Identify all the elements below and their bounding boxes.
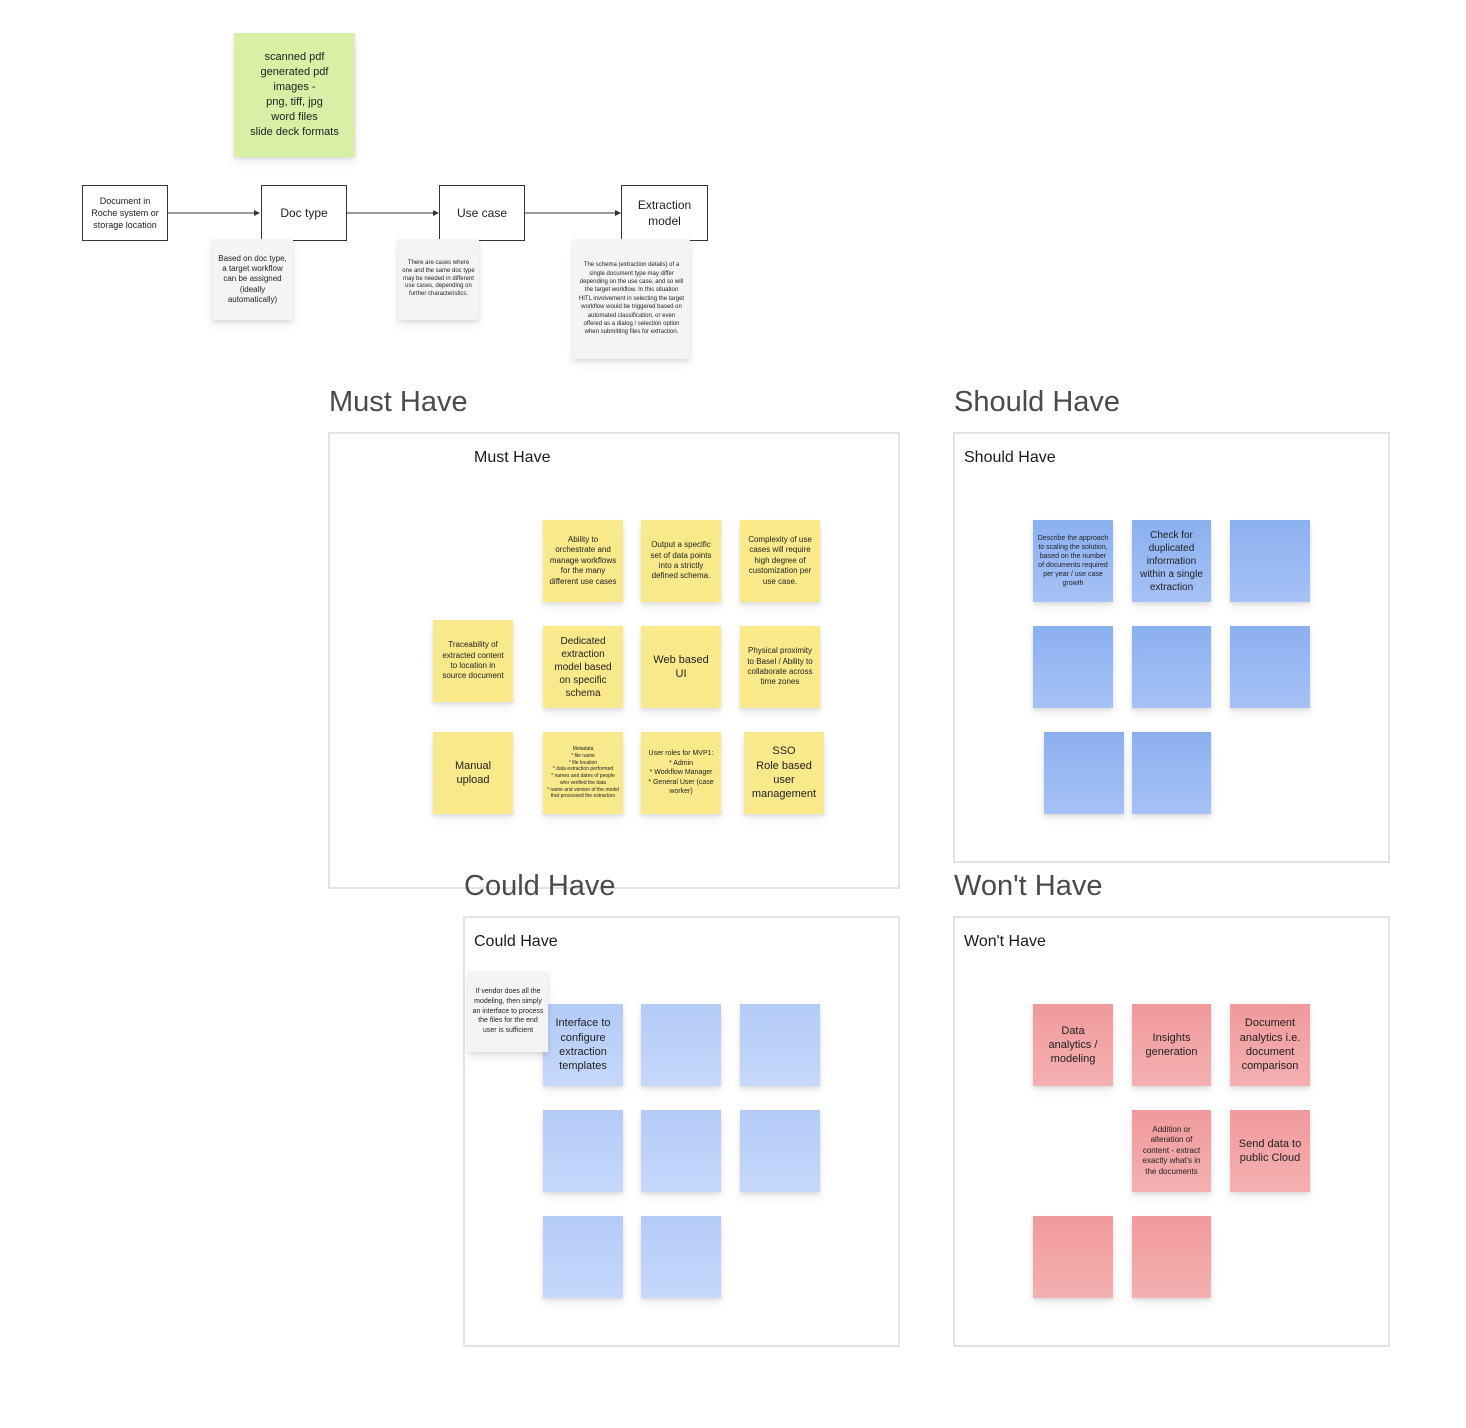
should-have-frame-title: Should Have: [954, 386, 1121, 418]
flow-connectors: [168, 210, 621, 216]
could-note-empty[interactable]: [543, 1216, 623, 1298]
must-note-sso[interactable]: SSO Role based user management: [744, 732, 824, 814]
should-note-empty[interactable]: [1230, 520, 1310, 602]
could-note-empty[interactable]: [740, 1110, 820, 1192]
wont-have-frame-title: Won't Have: [954, 870, 1103, 902]
could-have-label: Could Have: [474, 933, 558, 950]
wont-note-cloud[interactable]: Send data to public Cloud: [1230, 1110, 1310, 1192]
must-note-orchestrate[interactable]: Ability to orchestrate and manage workfl…: [543, 520, 623, 602]
must-note-web-ui[interactable]: Web based UI: [641, 626, 721, 708]
wont-note-alteration[interactable]: Addition or alteration of content - extr…: [1132, 1110, 1211, 1192]
must-note-metadata[interactable]: Metadata * file name * file location * d…: [543, 732, 623, 814]
wont-note-analytics[interactable]: Data analytics / modeling: [1033, 1004, 1113, 1086]
must-have-frame-title: Must Have: [329, 386, 468, 418]
should-note-empty[interactable]: [1132, 626, 1211, 708]
flow-node-doc-type[interactable]: Doc type: [261, 185, 347, 241]
should-note-duplicated[interactable]: Check for duplicated information within …: [1132, 520, 1211, 602]
must-note-complexity[interactable]: Complexity of use cases will require hig…: [740, 520, 820, 602]
wont-note-insights[interactable]: Insights generation: [1132, 1004, 1211, 1086]
could-have-frame-title: Could Have: [464, 870, 616, 902]
should-note-empty[interactable]: [1230, 626, 1310, 708]
must-note-physical[interactable]: Physical proximity to Basel / Ability to…: [740, 626, 820, 708]
flow-node-extraction-model[interactable]: Extraction model: [621, 185, 708, 241]
could-note-empty[interactable]: [543, 1110, 623, 1192]
doc-type-note[interactable]: Based on doc type, a target workflow can…: [212, 239, 293, 320]
extraction-model-note[interactable]: The schema (extraction details) of a sin…: [573, 239, 690, 359]
source-formats-note[interactable]: scanned pdf generated pdf images - png, …: [234, 33, 355, 157]
could-note-vendor[interactable]: If vendor does all the modeling, then si…: [468, 971, 548, 1052]
must-note-output[interactable]: Output a specific set of data points int…: [641, 520, 721, 602]
could-note-empty[interactable]: [740, 1004, 820, 1086]
flow-node-document-source[interactable]: Document in Roche system or storage loca…: [82, 185, 168, 241]
must-note-user-roles[interactable]: User roles for MVP1: * Admin * Workflow …: [641, 732, 721, 814]
could-note-empty[interactable]: [641, 1216, 721, 1298]
must-have-label: Must Have: [474, 449, 551, 466]
must-note-dedicated[interactable]: Dedicated extraction model based on spec…: [543, 626, 623, 708]
flow-node-use-case[interactable]: Use case: [439, 185, 525, 241]
wont-have-label: Won't Have: [964, 933, 1046, 950]
should-note-empty[interactable]: [1033, 626, 1113, 708]
must-note-manual-upload[interactable]: Manual upload: [433, 732, 513, 814]
use-case-note[interactable]: There are cases where one and the same d…: [398, 239, 479, 320]
must-note-traceability[interactable]: Traceability of extracted content to loc…: [433, 620, 513, 702]
should-note-empty[interactable]: [1044, 732, 1124, 814]
should-have-label: Should Have: [964, 449, 1056, 466]
wont-note-empty[interactable]: [1033, 1216, 1113, 1298]
could-note-interface[interactable]: Interface to configure extraction templa…: [543, 1004, 623, 1086]
should-note-empty[interactable]: [1132, 732, 1211, 814]
wont-note-empty[interactable]: [1132, 1216, 1211, 1298]
could-note-empty[interactable]: [641, 1110, 721, 1192]
should-note-scaling[interactable]: Describe the approach to scaling the sol…: [1033, 520, 1113, 602]
wont-note-comparison[interactable]: Document analytics i.e. document compari…: [1230, 1004, 1310, 1086]
could-note-empty[interactable]: [641, 1004, 721, 1086]
